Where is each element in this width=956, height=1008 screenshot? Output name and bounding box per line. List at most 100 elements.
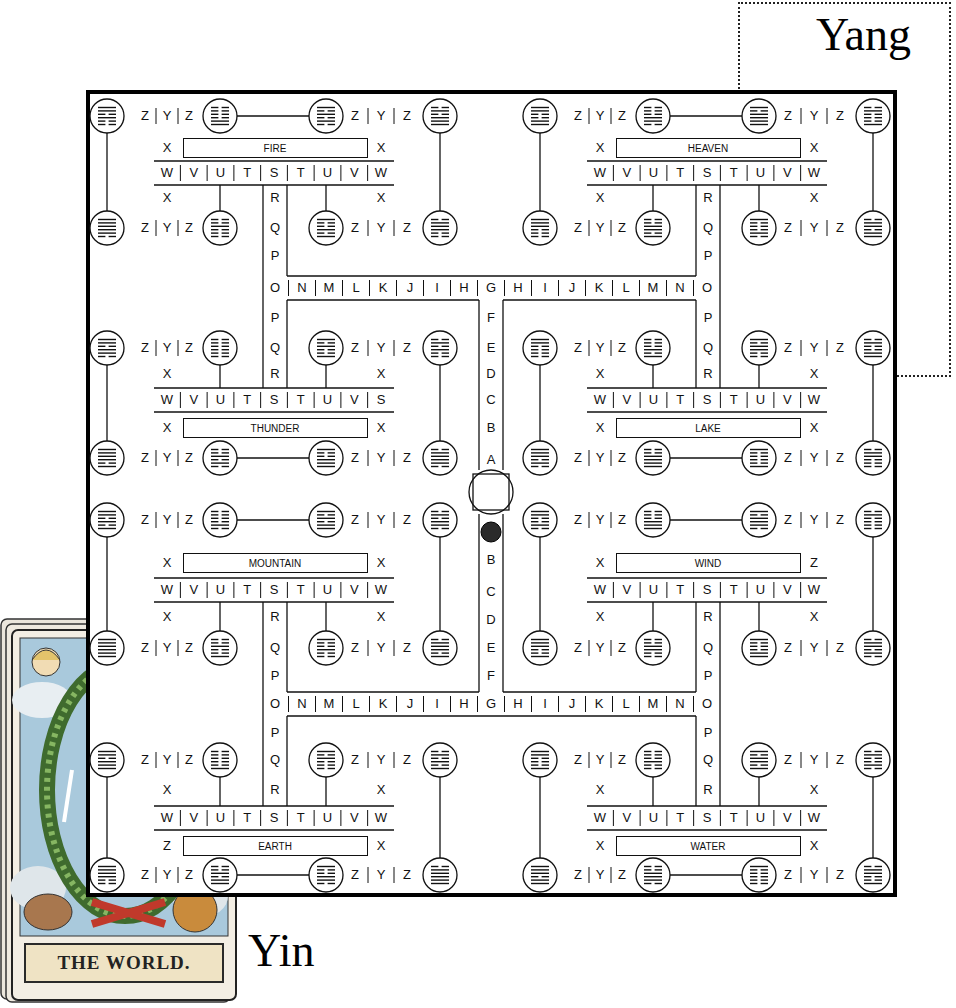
cell-divider bbox=[450, 696, 451, 712]
track-line bbox=[872, 777, 873, 858]
hexagram-line bbox=[750, 876, 757, 877]
hexagram-line bbox=[864, 107, 871, 108]
track-letter: Q bbox=[263, 218, 287, 238]
hexagram-line bbox=[98, 339, 116, 340]
cell-divider bbox=[693, 582, 694, 598]
label-text: U bbox=[649, 808, 658, 828]
hexagram-line bbox=[644, 511, 651, 512]
hexagram-space bbox=[90, 503, 124, 537]
track-letter: Q bbox=[696, 338, 720, 358]
label-text: V bbox=[622, 580, 631, 600]
track-line bbox=[539, 133, 540, 211]
hexagram-line bbox=[317, 449, 335, 450]
hexagram-line bbox=[875, 466, 882, 467]
cell-divider bbox=[589, 640, 590, 656]
hexagram-line bbox=[644, 761, 662, 762]
cell-divider bbox=[611, 108, 612, 124]
hexagram-line bbox=[542, 649, 549, 650]
hexagram-line bbox=[222, 466, 229, 467]
track-letter: W bbox=[369, 808, 393, 828]
label-text: Y bbox=[596, 218, 605, 238]
label-text: J bbox=[407, 278, 414, 298]
label-text: Z bbox=[141, 338, 149, 358]
track-line bbox=[670, 115, 742, 116]
track-letter: X bbox=[369, 780, 393, 800]
track-letter: Y bbox=[369, 338, 393, 358]
cell-divider bbox=[340, 582, 341, 598]
hexagram-line bbox=[431, 349, 449, 350]
label-text: P bbox=[704, 666, 713, 686]
cell-divider bbox=[287, 582, 288, 598]
hexagram-line bbox=[750, 883, 757, 884]
hexagram-line bbox=[211, 452, 218, 453]
hexagram-line bbox=[328, 456, 335, 457]
label-text: T bbox=[297, 163, 305, 183]
hexagram-line bbox=[531, 764, 538, 765]
track-letter: U bbox=[316, 163, 340, 183]
track-letter: Z bbox=[177, 750, 201, 770]
label-text: V bbox=[350, 390, 359, 410]
cell-divider bbox=[558, 280, 559, 296]
track-letter: Z bbox=[177, 865, 201, 885]
track-line bbox=[154, 601, 394, 602]
label-text: Z bbox=[618, 338, 626, 358]
hexagram-line bbox=[864, 642, 882, 643]
track-letter: U bbox=[642, 390, 666, 410]
hexagram-line bbox=[222, 110, 229, 111]
cell-divider bbox=[314, 392, 315, 408]
hexagram-line bbox=[222, 339, 229, 340]
hexagram-space bbox=[90, 211, 124, 245]
track-letter: I bbox=[425, 278, 449, 298]
label-text: X bbox=[163, 418, 172, 438]
hexagram-line bbox=[644, 521, 662, 522]
hexagram-line bbox=[750, 110, 757, 111]
label-text: R bbox=[270, 364, 279, 384]
track-letter: X bbox=[369, 607, 393, 627]
hexagram-line bbox=[655, 449, 662, 450]
track-letter: V bbox=[775, 808, 799, 828]
hexagram-line bbox=[211, 466, 218, 467]
label-text: K bbox=[379, 278, 388, 298]
track-letter: Y bbox=[369, 510, 393, 530]
label-text: Z bbox=[163, 836, 171, 856]
hexagram-line bbox=[317, 219, 335, 220]
track-letter: Z bbox=[566, 865, 590, 885]
cell-divider bbox=[156, 512, 157, 528]
label-text: V bbox=[622, 163, 631, 183]
hexagram-line bbox=[542, 521, 549, 522]
track-letter: Z bbox=[133, 865, 157, 885]
hexagram-line bbox=[98, 226, 116, 227]
track-letter: M bbox=[641, 278, 665, 298]
track-letter: U bbox=[316, 580, 340, 600]
hexagram-line bbox=[644, 754, 651, 755]
hexagram-line bbox=[761, 459, 768, 460]
hexagram-line bbox=[875, 120, 882, 121]
label-text: I bbox=[435, 694, 439, 714]
label-text: Y bbox=[596, 750, 605, 770]
label-text: Z bbox=[784, 448, 792, 468]
track-line bbox=[478, 300, 479, 470]
track-letter: Y bbox=[155, 218, 179, 238]
track-letter: Z bbox=[177, 510, 201, 530]
hexagram-line bbox=[328, 873, 335, 874]
track-letter: G bbox=[479, 694, 503, 714]
track-letter: T bbox=[235, 390, 259, 410]
cell-divider bbox=[611, 640, 612, 656]
hexagram-line bbox=[655, 883, 662, 884]
hexagram-line bbox=[431, 232, 438, 233]
hexagram-line bbox=[542, 356, 549, 357]
card-ribbon bbox=[92, 902, 165, 924]
cell-divider bbox=[340, 392, 341, 408]
hexagram-line bbox=[442, 346, 449, 347]
track-letter: T bbox=[722, 163, 746, 183]
card-wand bbox=[64, 770, 72, 822]
label-text: Z bbox=[574, 510, 582, 530]
track-letter: P bbox=[263, 246, 287, 266]
track-line bbox=[287, 275, 696, 276]
hexagram-line bbox=[750, 652, 768, 653]
hexagram-line bbox=[98, 232, 116, 233]
track-letter: Y bbox=[155, 106, 179, 126]
track-letter: V bbox=[182, 390, 206, 410]
label-text: Y bbox=[163, 750, 172, 770]
hexagram-line bbox=[531, 449, 549, 450]
